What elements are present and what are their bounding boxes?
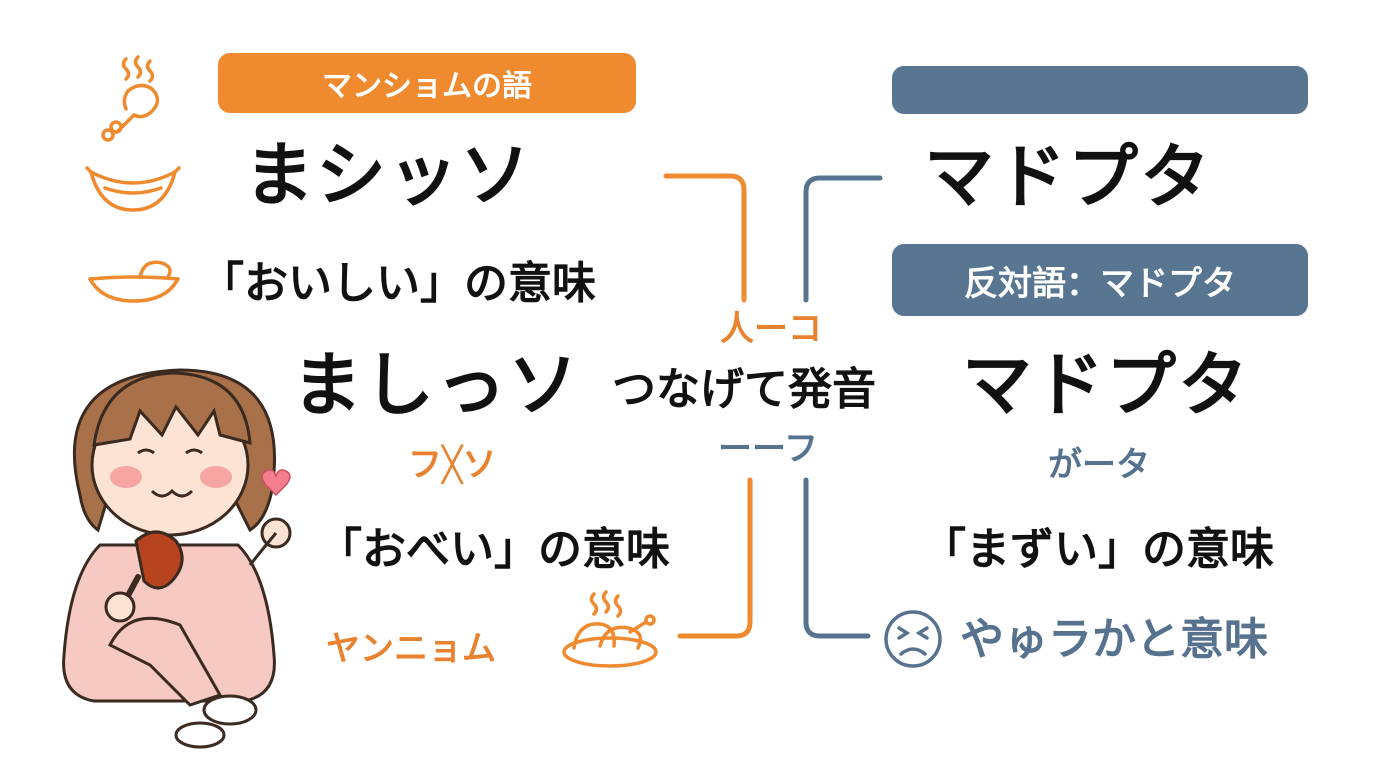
right-top-badge bbox=[892, 66, 1308, 114]
girl-eating-chicken-illustration bbox=[62, 368, 292, 749]
antonym-badge: 反対語：マドプタ bbox=[892, 244, 1308, 316]
right-sub-marks: がータ bbox=[1048, 445, 1150, 485]
left-meaning: 「おいしい」の意味 bbox=[200, 258, 596, 309]
antonym-badge-text: 反対語：マドプタ bbox=[964, 263, 1236, 304]
left-badge-text: マンショムの語 bbox=[322, 69, 532, 104]
left-meaning-2: 「おべい」の意味 bbox=[318, 524, 670, 575]
right-meaning: 「まずい」の意味 bbox=[922, 524, 1274, 575]
right-meaning-2: やゅラかと意味 bbox=[960, 614, 1268, 665]
food-label: ヤンニョム bbox=[326, 629, 496, 669]
join-note: つなげて発音 bbox=[612, 364, 876, 415]
frown-face-icon bbox=[884, 610, 942, 668]
chicken-leg-icon bbox=[101, 55, 160, 142]
tongue-lick-icon bbox=[88, 260, 180, 303]
right-word-2: マドプタ bbox=[962, 344, 1250, 426]
smile-mouth-icon bbox=[85, 166, 181, 212]
left-connected-word: ましっソ bbox=[292, 344, 580, 426]
slate-bracket-upper bbox=[803, 175, 883, 303]
center-upper-label: 人ーコ bbox=[720, 309, 822, 349]
left-category-badge: マンショムの語 bbox=[218, 53, 636, 113]
left-word: まシッソ bbox=[244, 134, 532, 216]
chicken-plate-icon bbox=[562, 590, 658, 668]
orange-bracket-upper bbox=[663, 173, 747, 303]
slate-bracket-lower bbox=[803, 477, 871, 639]
right-word: マドプタ bbox=[924, 136, 1212, 218]
cross-marks: フ╳ソ bbox=[408, 445, 497, 485]
orange-bracket-lower bbox=[677, 477, 753, 639]
center-lower-label: ーーフ bbox=[718, 429, 818, 469]
